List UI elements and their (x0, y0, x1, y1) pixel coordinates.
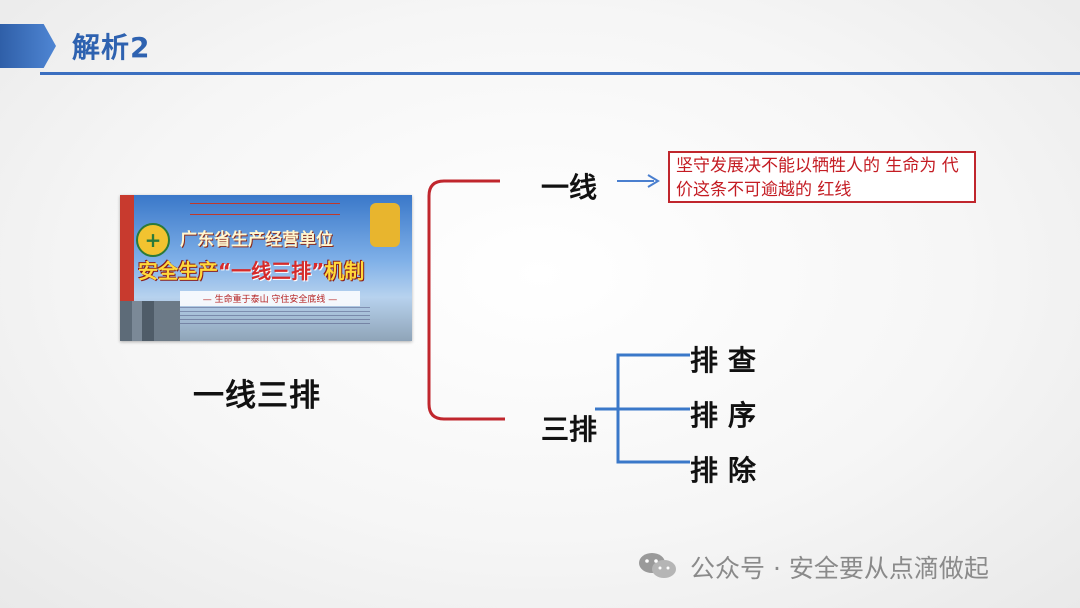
branch-three-label: 三排 (541, 408, 597, 448)
branch-line-label: 一线 (541, 166, 597, 206)
sub-item-investigate: 排查 (690, 339, 766, 379)
wechat-icon (637, 550, 679, 582)
blue-bracket (595, 355, 690, 462)
red-line-note: 坚守发展决不能以牺牲人的 生命为 代价这条不可逾越的 红线 (668, 151, 976, 203)
watermark-text: 公众号 · 安全要从点滴做起 (690, 549, 989, 585)
sub-item-prioritize: 排序 (690, 394, 766, 434)
sub-item-eliminate: 排除 (690, 449, 766, 489)
red-bracket (429, 181, 505, 419)
